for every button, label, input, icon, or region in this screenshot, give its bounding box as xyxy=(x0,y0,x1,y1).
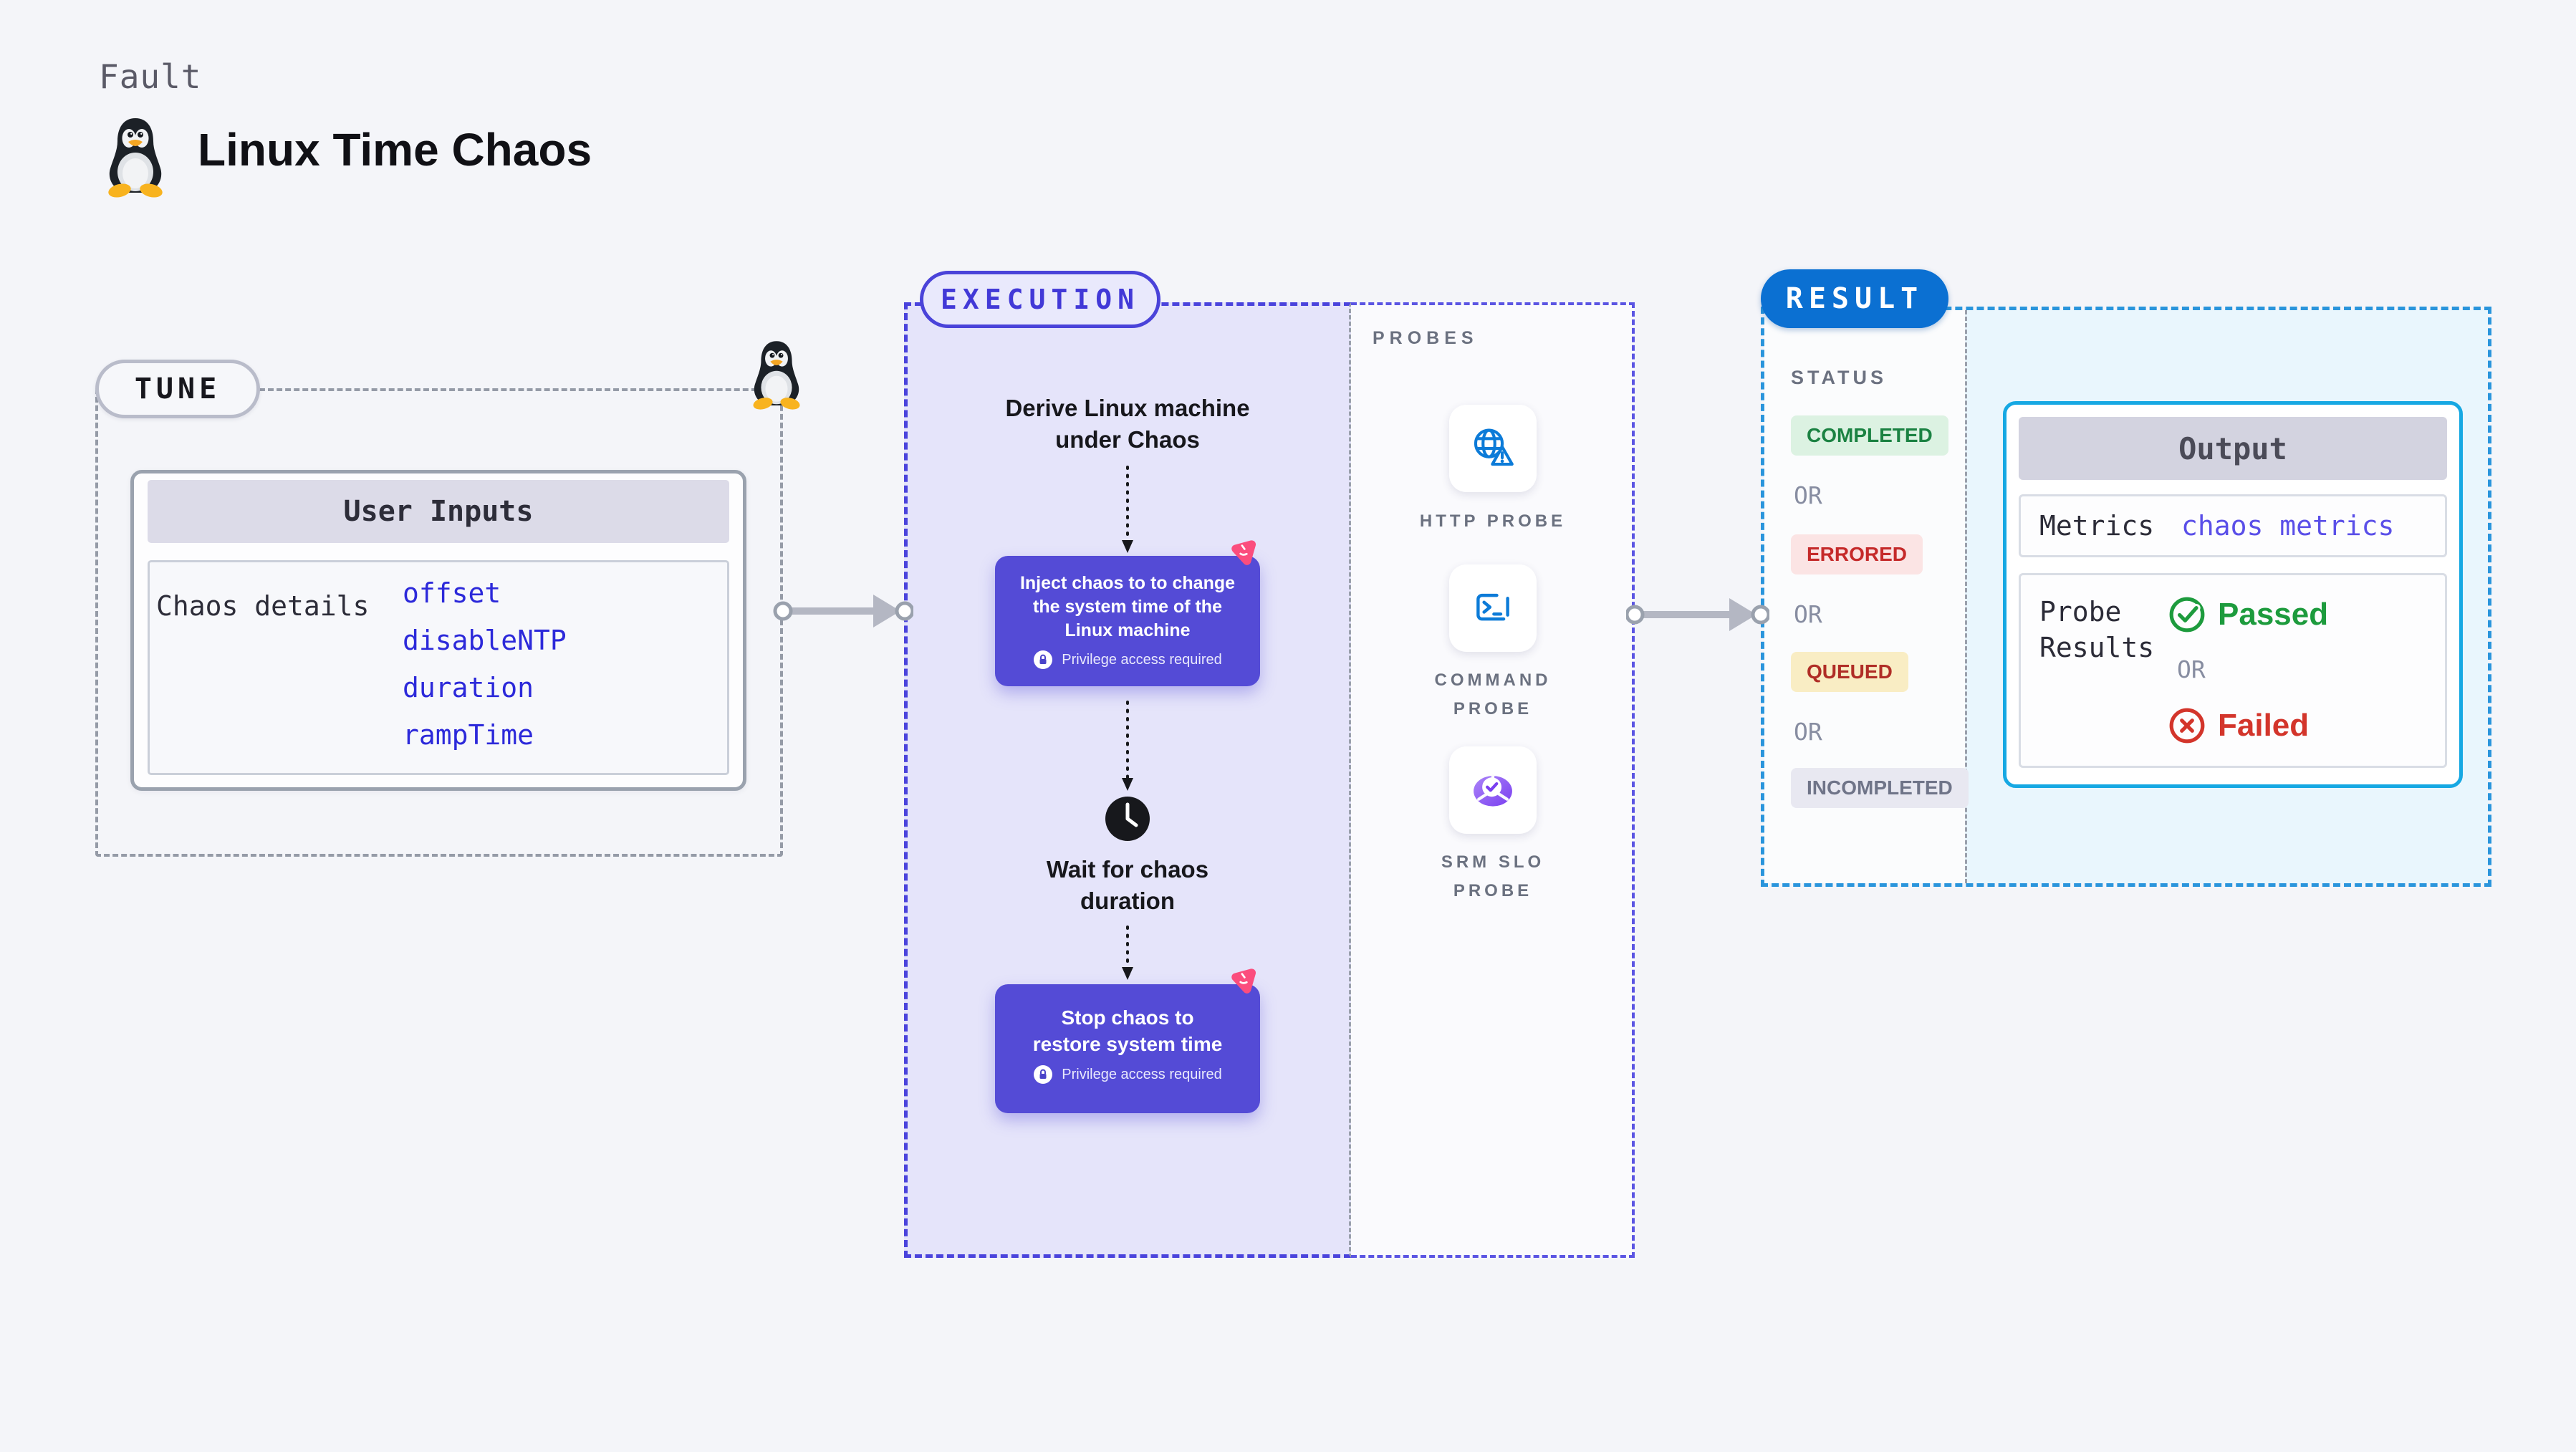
inject-chaos-step: Inject chaos to to change the system tim… xyxy=(995,556,1260,686)
or-separator: OR xyxy=(1794,481,1822,509)
metrics-label: Metrics xyxy=(2039,510,2155,542)
status-badge-completed: COMPLETED xyxy=(1791,415,1948,456)
x-circle-icon xyxy=(2169,708,2205,744)
page-title: Linux Time Chaos xyxy=(198,124,592,176)
chaos-details-label: Chaos details xyxy=(156,590,370,622)
probes-to-result-arrow xyxy=(1626,598,1769,631)
http-probe-label: HTTP PROBE xyxy=(1419,511,1567,531)
probe-results-row: Probe Results Passed OR Failed xyxy=(2019,573,2447,768)
fault-kicker-label: Fault xyxy=(99,57,202,96)
chaos-experiment-icon xyxy=(1225,533,1261,569)
tune-region xyxy=(95,388,783,857)
tune-pill: TUNE xyxy=(95,360,260,418)
status-badge-queued: QUEUED xyxy=(1791,652,1908,692)
output-header: Output xyxy=(2019,417,2447,480)
chaos-experiment-icon xyxy=(1225,961,1261,997)
status-label: STATUS xyxy=(1791,367,1887,388)
chaos-metrics-link[interactable]: chaos metrics xyxy=(2181,510,2395,542)
stop-chaos-text: Stop chaos to restore system time xyxy=(1032,1006,1223,1055)
tux-corner-icon xyxy=(751,341,802,410)
user-inputs-header: User Inputs xyxy=(148,480,729,543)
terminal-icon xyxy=(1476,593,1509,621)
or-separator: OR xyxy=(1794,718,1822,746)
down-arrow-icon xyxy=(1122,466,1133,553)
privilege-note: Privilege access required xyxy=(1062,1066,1222,1082)
probe-results-label: Probe Results xyxy=(2039,596,2155,663)
command-probe-label: COMMAND PROBE xyxy=(1434,670,1552,718)
lock-icon xyxy=(1033,650,1054,670)
link-ramptime[interactable]: rampTime xyxy=(403,719,534,751)
privilege-row: Privilege access required xyxy=(995,650,1260,670)
failed-text: Failed xyxy=(2218,708,2310,743)
result-pill: RESULT xyxy=(1761,269,1948,328)
probes-label: PROBES xyxy=(1373,328,1479,348)
stop-chaos-step: Stop chaos to restore system time Privil… xyxy=(995,984,1260,1113)
privilege-note: Privilege access required xyxy=(1062,651,1222,668)
srm-slo-probe-card xyxy=(1449,746,1537,834)
clock-icon xyxy=(1105,797,1150,841)
or-separator: OR xyxy=(1794,600,1822,628)
down-arrow-icon xyxy=(1122,925,1133,980)
link-duration[interactable]: duration xyxy=(403,672,534,703)
privilege-row: Privilege access required xyxy=(995,1064,1260,1085)
metrics-row: Metrics chaos metrics xyxy=(2019,494,2447,557)
wait-step-text: Wait for chaos duration xyxy=(1046,856,1209,914)
command-probe-card xyxy=(1449,564,1537,652)
check-circle-icon xyxy=(2169,597,2205,633)
lock-icon xyxy=(1033,1064,1054,1085)
tune-to-execution-arrow xyxy=(773,595,913,628)
execution-pill: EXECUTION xyxy=(920,271,1160,328)
link-disablentp[interactable]: disableNTP xyxy=(403,625,567,656)
srm-slo-probe-label: SRM SLO PROBE xyxy=(1441,852,1545,900)
down-arrow-icon xyxy=(1122,701,1133,791)
inject-chaos-text: Inject chaos to to change the system tim… xyxy=(1019,573,1236,640)
user-inputs-body xyxy=(148,560,729,775)
http-probe-card xyxy=(1449,405,1537,492)
status-badge-incompleted: INCOMPLETED xyxy=(1791,768,1969,808)
passed-verdict: Passed xyxy=(2168,595,2328,634)
derive-step-text: Derive Linux machine under Chaos xyxy=(1005,395,1250,453)
passed-text: Passed xyxy=(2218,597,2329,632)
slo-donut-icon xyxy=(1474,774,1512,807)
failed-verdict: Failed xyxy=(2168,706,2309,745)
linux-tux-icon xyxy=(107,118,164,198)
globe-alert-icon xyxy=(1474,428,1514,466)
link-offset[interactable]: offset xyxy=(403,577,501,609)
or-separator: OR xyxy=(2177,655,2206,683)
status-badge-errored: ERRORED xyxy=(1791,534,1923,574)
